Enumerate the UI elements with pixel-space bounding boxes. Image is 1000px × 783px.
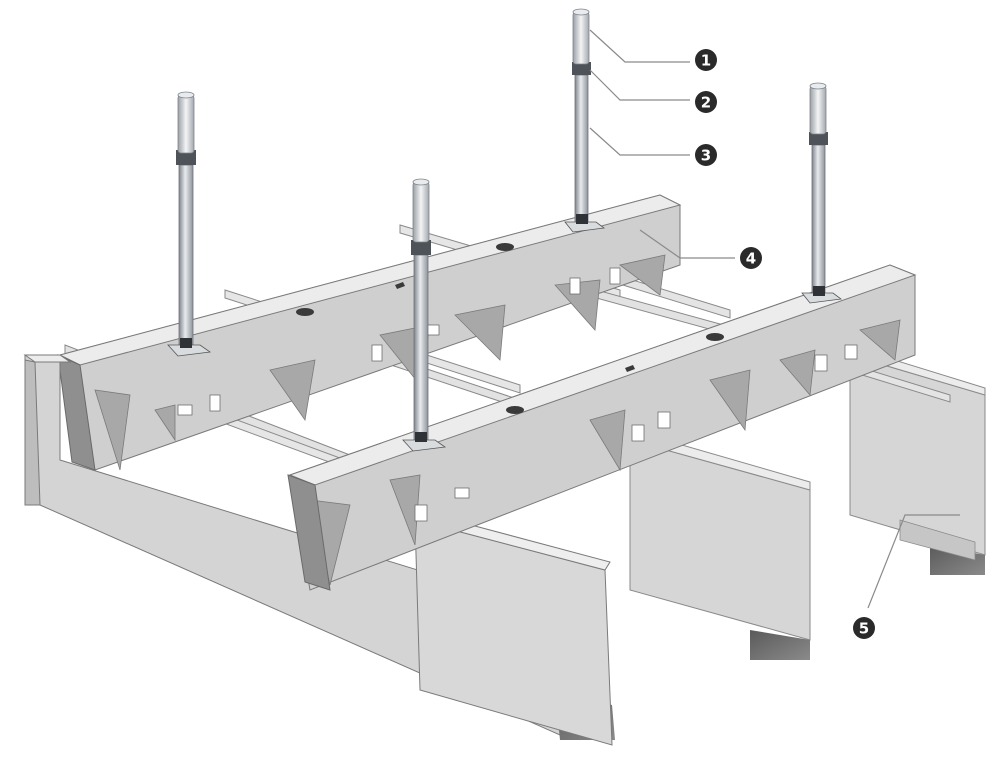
hanger-rod-right (801, 82, 843, 304)
callout-4: 4 (740, 247, 762, 269)
leader-line-1 (589, 29, 690, 63)
leader-line-5 (867, 514, 960, 609)
callout-5: 5 (853, 617, 875, 639)
linear-panel-back-right (848, 349, 986, 575)
callout-4-label: 4 (746, 250, 756, 268)
callout-3-label: 3 (701, 147, 711, 165)
hanger-rod-front (402, 178, 447, 452)
callout-5-label: 5 (859, 620, 869, 638)
callout-2-label: 2 (701, 94, 711, 112)
carrier-front (287, 264, 917, 591)
callout-4-marker (740, 247, 762, 269)
callout-1-marker (695, 49, 717, 71)
back-panels (628, 349, 986, 660)
callout-2: 2 (695, 91, 717, 113)
callout-3: 3 (695, 144, 717, 166)
linear-panel-back-middle (628, 433, 811, 660)
hanger-rod-left (167, 91, 212, 357)
callout-2-marker (695, 91, 717, 113)
leader-lines (589, 29, 960, 609)
linear-panel-front-middle (413, 513, 613, 746)
leader-line-3 (589, 127, 690, 156)
leader-line-4 (639, 229, 735, 259)
callout-1: 1 (695, 49, 717, 71)
hanger-rod-back (564, 8, 606, 233)
callout-3-marker (695, 144, 717, 166)
callout-1-label: 1 (701, 52, 711, 70)
callout-5-marker (853, 617, 875, 639)
leader-line-2 (589, 69, 690, 101)
carrier-back (57, 194, 682, 471)
